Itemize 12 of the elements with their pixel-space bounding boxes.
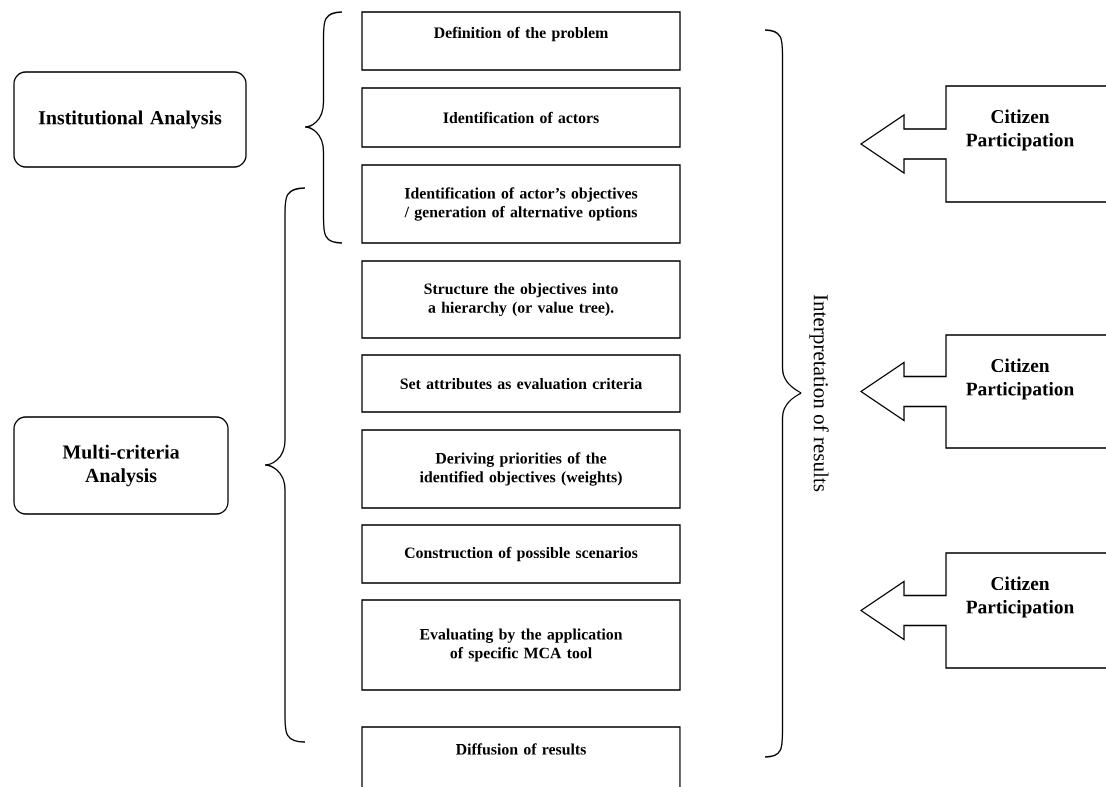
step-box: Structure the objectives into a hierarchy (or value tree). <box>361 260 681 339</box>
step-box: Set attributes as evaluation criteria <box>361 354 681 413</box>
analysis-box: Institutional Analysis <box>13 71 247 168</box>
vertical-label: Interpretation of results <box>809 294 829 492</box>
step-box: Deriving priorities of the identified objectives (weights) <box>361 429 681 509</box>
analysis-box: Multi-criteria Analysis <box>13 416 229 515</box>
step-box: Construction of possible scenarios <box>361 524 681 584</box>
step-box: Definition of the problem <box>361 11 681 71</box>
step-box: Identification of actor’s objectives / generation of alternative options <box>361 164 681 244</box>
step-box: Identification of actors <box>361 87 681 148</box>
step-box: Evaluating by the application of specific MCA tool <box>361 599 681 691</box>
step-box: Diffusion of results <box>361 726 681 787</box>
